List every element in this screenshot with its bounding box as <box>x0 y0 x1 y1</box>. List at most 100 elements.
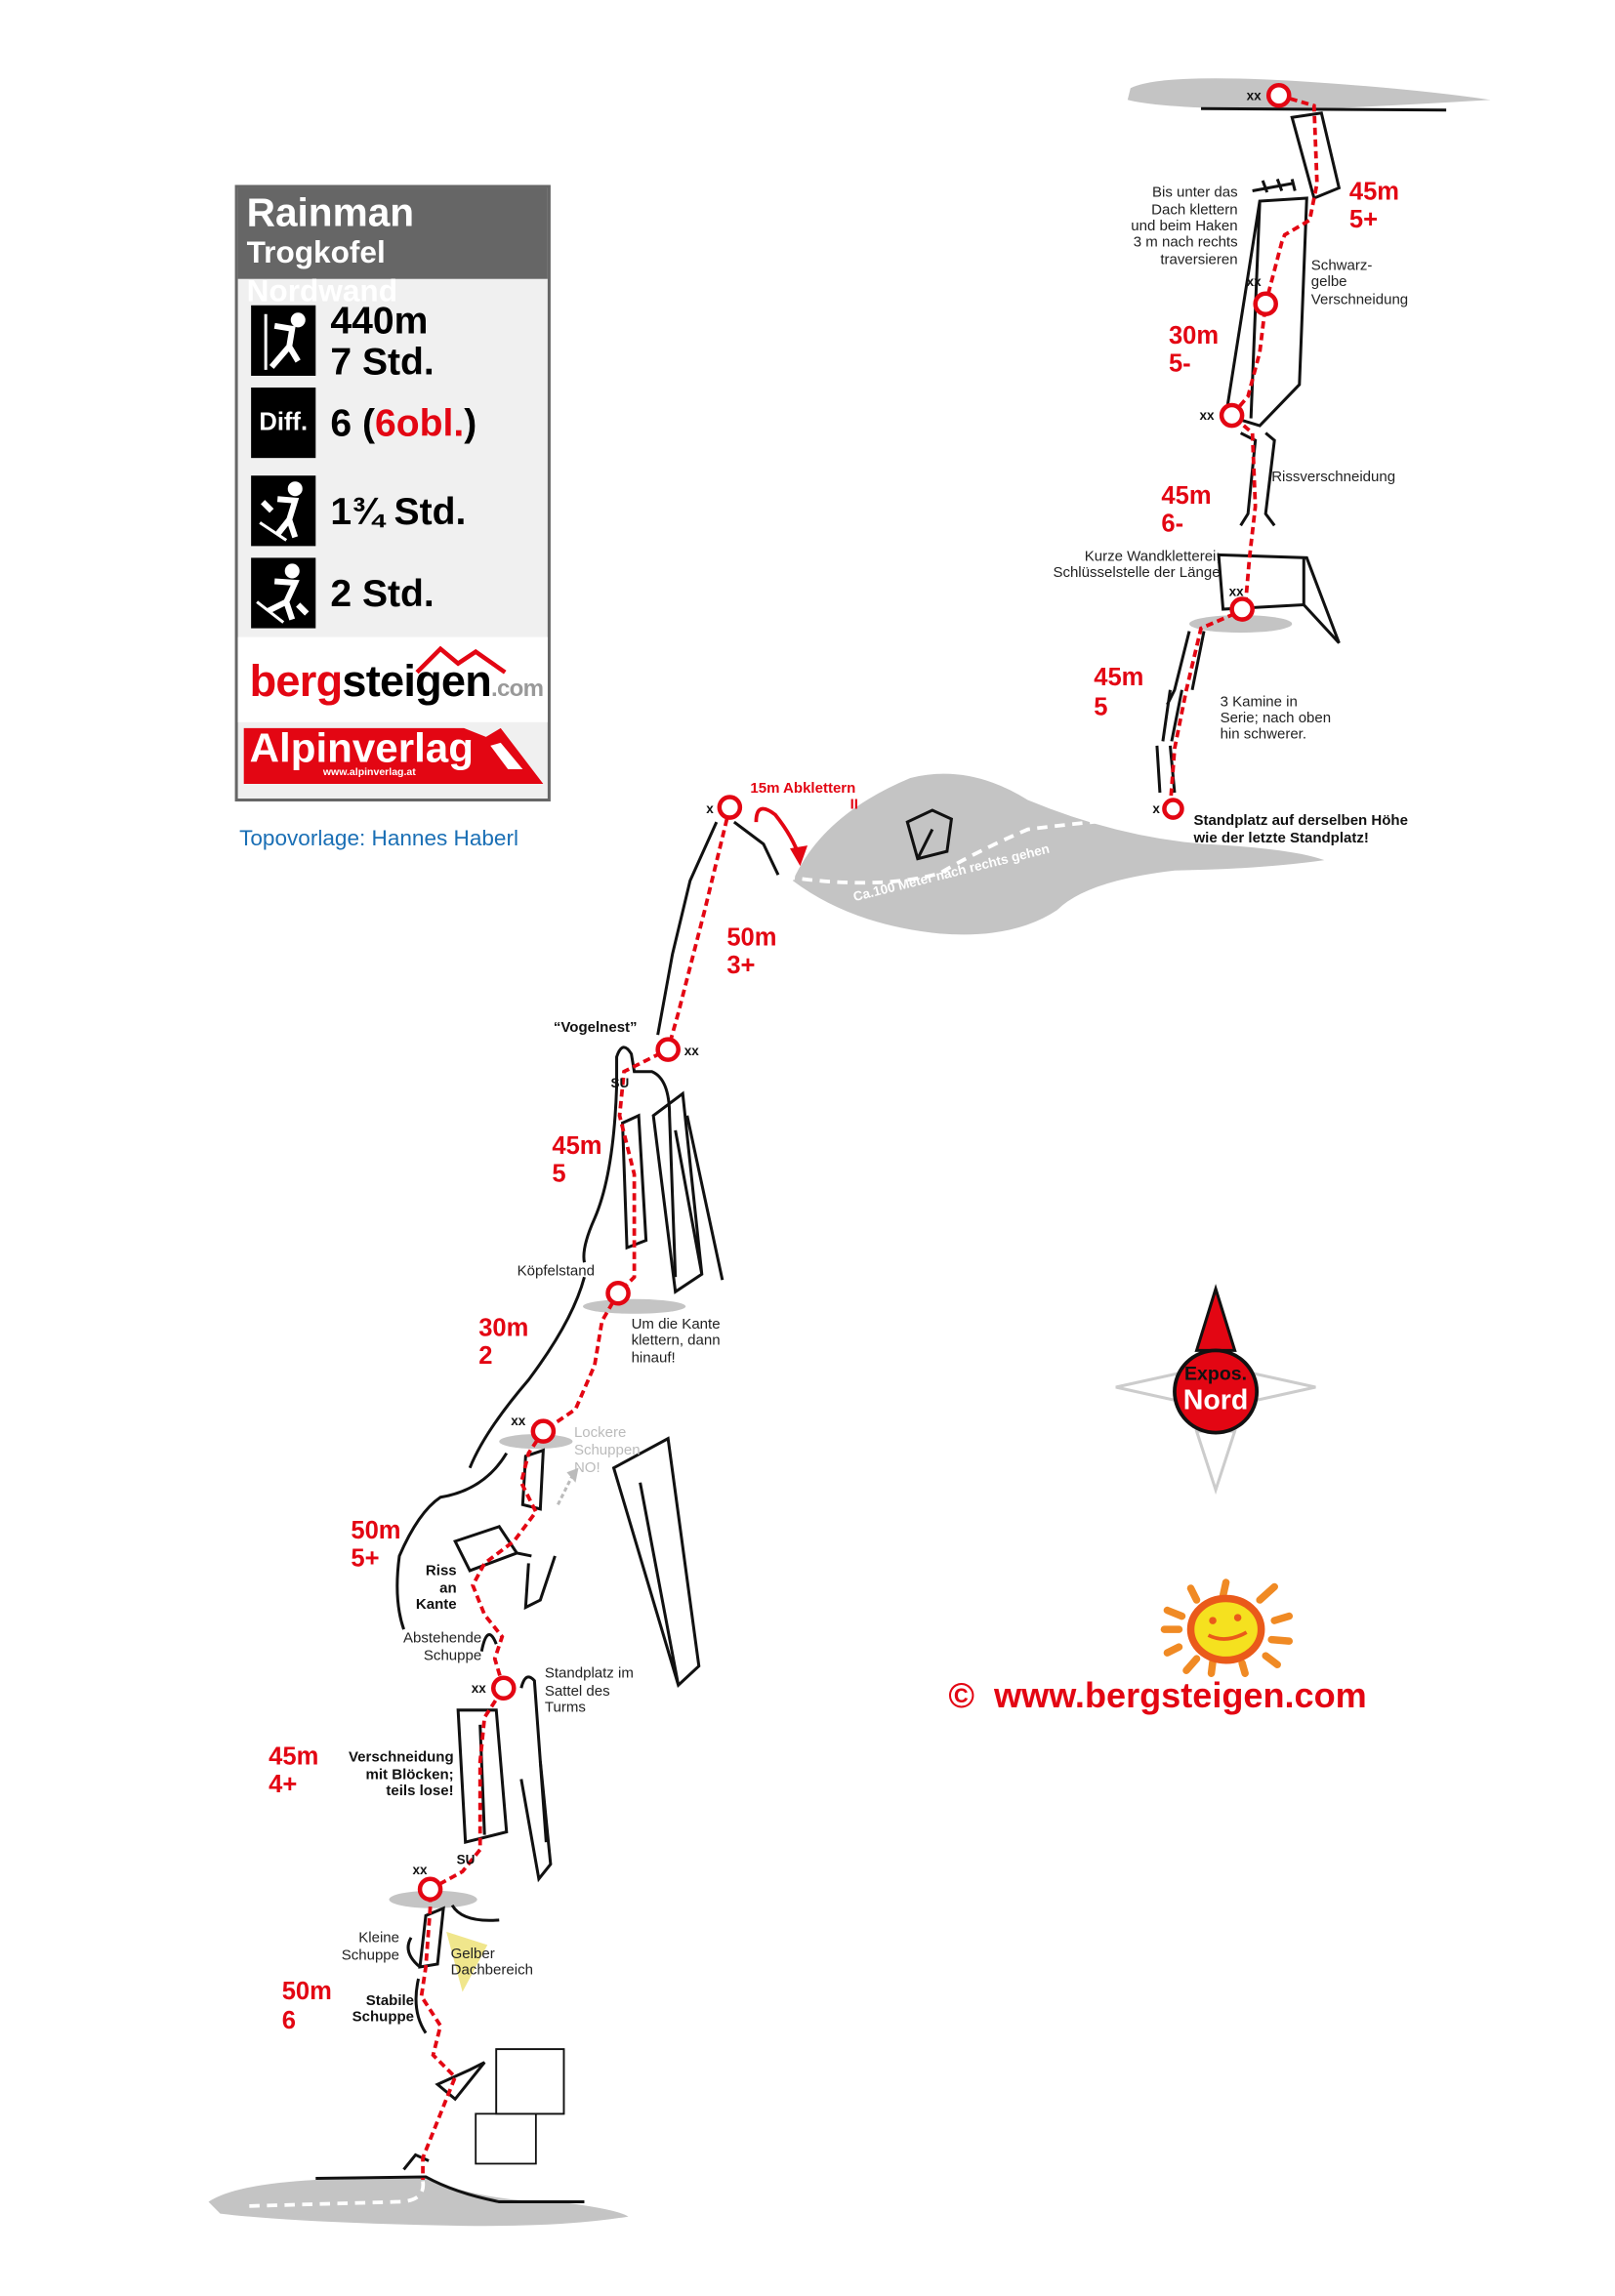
annotation: wie der letzte Standplatz! <box>1193 830 1369 846</box>
annotation: Um die Kante <box>632 1316 721 1332</box>
pitch-length: 30m <box>1169 322 1219 349</box>
pitch-length: 45m <box>1094 664 1143 691</box>
annotation-warning: Lockere <box>574 1424 626 1441</box>
descent-hiker-icon <box>251 557 316 629</box>
logo-text: .com <box>491 676 544 702</box>
difficulty-value: 6 ( <box>330 400 375 445</box>
pitch-grade: 5 <box>552 1160 565 1187</box>
abklettern-arrow <box>754 806 803 860</box>
annotation: Dach klettern <box>1151 202 1237 219</box>
annotation: Schuppe <box>424 1648 481 1664</box>
annotation: hin schwerer. <box>1221 725 1306 742</box>
annotation: teils lose! <box>386 1783 453 1799</box>
climber-icon <box>251 305 316 376</box>
annotation: gelbe <box>1311 273 1347 290</box>
annotation: Abstehende <box>403 1630 481 1647</box>
bergsteigen-logo: bergsteigen.com <box>237 636 548 722</box>
annotation: Verschneidung <box>1311 291 1408 308</box>
annotation: Köpfelstand <box>518 1263 595 1280</box>
descent-time: 2 Std. <box>330 570 435 616</box>
pitch-grade: 5- <box>1169 349 1191 377</box>
abklettern-grade: II <box>850 797 858 813</box>
annotation: Standplatz auf derselben Höhe <box>1194 812 1408 829</box>
belay-mark: xx <box>684 1044 700 1058</box>
pitch-length: 45m <box>1349 179 1399 206</box>
annotation: Kante <box>416 1596 457 1613</box>
annotation: “Vogelnest” <box>554 1019 638 1036</box>
logo-text: Alpinverlag <box>249 724 474 771</box>
pitch-grade: 4+ <box>269 1771 297 1798</box>
pitch-length: 45m <box>1161 482 1211 510</box>
pitch-grade: 6 <box>282 2007 296 2034</box>
annotation: Schwarz- <box>1311 258 1373 274</box>
compass-expos: Expos. <box>1184 1363 1247 1384</box>
compass-nord: Nord <box>1183 1385 1249 1416</box>
pitch-grade: 5+ <box>1349 206 1378 233</box>
pitch-length: 45m <box>269 1742 318 1770</box>
climbing-route <box>419 93 1319 2180</box>
annotation: mit Blöcken; <box>366 1766 454 1783</box>
pitch-grade: 6- <box>1161 510 1183 537</box>
belay-mark: xx <box>472 1681 487 1696</box>
annotation: Standplatz im <box>545 1665 634 1682</box>
belay-mark: xx <box>1200 408 1216 423</box>
annotation: Gelber <box>451 1946 495 1962</box>
annotation: hinauf! <box>632 1349 676 1366</box>
su-mark: SU <box>457 1853 476 1867</box>
middle-plateau <box>792 773 1325 935</box>
abklettern-label: 15m Abklettern <box>750 780 855 797</box>
pitch-length: 50m <box>726 923 776 951</box>
belay-stations <box>417 82 1292 1903</box>
route-subtitle: Trogkofel Nordwand <box>246 236 398 308</box>
route-height: 440m <box>330 298 429 343</box>
annotation: 3 Kamine in <box>1221 693 1298 710</box>
su-mark: SU <box>611 1076 630 1090</box>
pitch-grade: 5+ <box>351 1544 379 1572</box>
pitch-length: 50m <box>282 1978 332 2005</box>
sun-logo-icon <box>1160 1578 1294 1677</box>
annotation: Verschneidung <box>349 1748 454 1765</box>
route-title: Rainman <box>246 190 415 235</box>
annotation: 3 m nach rechts <box>1134 234 1238 251</box>
difficulty-close: ) <box>464 400 477 445</box>
route-time: 7 Std. <box>330 339 435 384</box>
belay-mark: xx <box>1247 274 1263 289</box>
copyright-symbol: © <box>948 1676 974 1716</box>
website-link[interactable]: www.bergsteigen.com <box>994 1676 1367 1716</box>
logo-text: berg <box>249 657 344 707</box>
annotation: Sattel des <box>545 1683 610 1700</box>
annotation: Serie; nach oben <box>1221 710 1332 726</box>
annotation: Schlüsselstelle der Länge <box>1053 564 1220 581</box>
annotation: klettern, dann <box>632 1332 721 1348</box>
logo-text: steigen <box>342 657 492 707</box>
annotation: Rissverschneidung <box>1271 469 1395 485</box>
annotation: traversieren <box>1160 252 1237 268</box>
pitch-length: 30m <box>478 1314 528 1341</box>
info-header: Rainman Trogkofel Nordwand <box>237 187 548 308</box>
annotation: Riss <box>426 1562 457 1578</box>
pitch-grade: 3+ <box>726 952 755 979</box>
annotation: Stabile <box>366 1992 414 2009</box>
approach-hiker-icon <box>251 475 316 547</box>
route-info-box: Rainman Trogkofel Nordwand 440m 7 Std. D… <box>234 184 551 802</box>
pitch-length: 45m <box>552 1132 601 1160</box>
belay-mark: x <box>1152 801 1160 816</box>
belay-mark: xx <box>511 1414 526 1428</box>
belay-mark: xx <box>1247 88 1263 102</box>
annotation: Kurze Wandkletterei; <box>1085 548 1221 564</box>
annotation: Dachbereich <box>451 1961 533 1978</box>
logo-url: www.alpinverlag.at <box>322 767 416 778</box>
bottom-ground <box>208 2178 629 2227</box>
alpinverlag-logo: Alpinverlag www.alpinverlag.at <box>243 724 544 787</box>
annotation: an <box>439 1580 457 1597</box>
annotation: und beim Haken <box>1131 218 1237 234</box>
topo-credit: Topovorlage: Hannes Haberl <box>239 826 518 852</box>
difficulty-obligatory: 6obl. <box>374 400 465 445</box>
difficulty-icon: Diff. <box>251 387 316 459</box>
annotation: Turms <box>545 1699 586 1715</box>
approach-time: 1¾ Std. <box>330 488 467 533</box>
annotation: Kleine <box>358 1929 399 1946</box>
annotation: Schuppe <box>352 2009 414 2026</box>
